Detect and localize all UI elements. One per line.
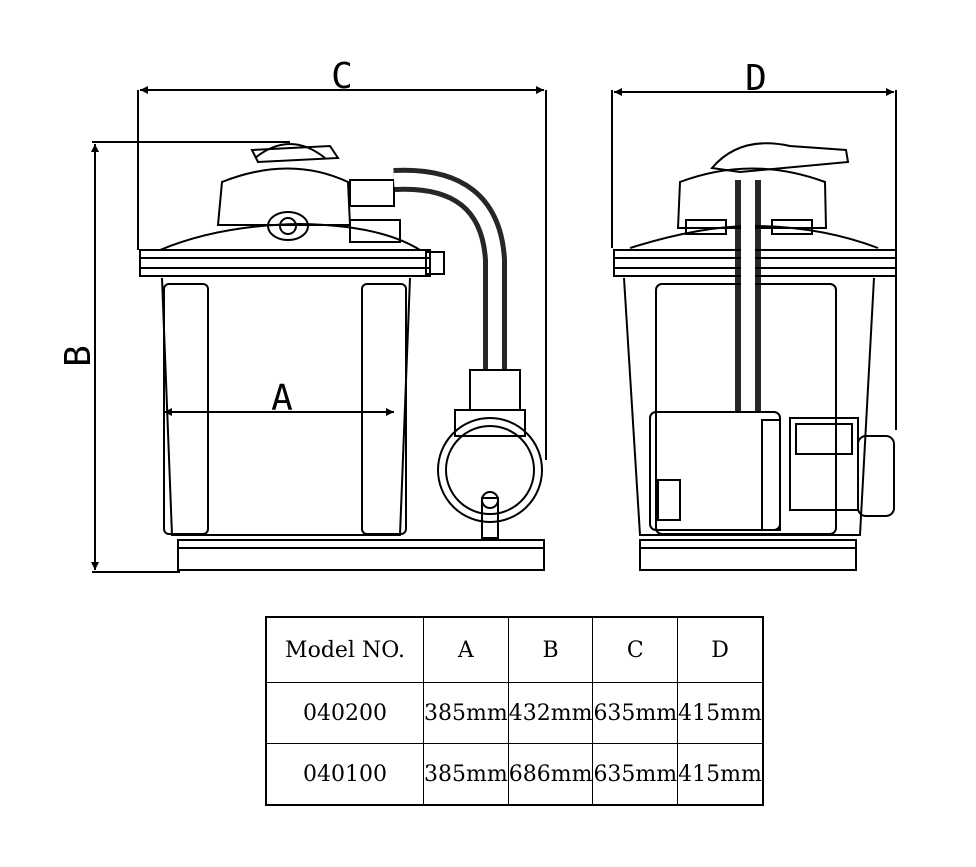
spec-table: Model NO. A B C D 040200 385mm 432mm 635… bbox=[265, 616, 764, 806]
front-view bbox=[91, 86, 547, 573]
dimension-label-a: A bbox=[271, 378, 293, 419]
cell-b: 432mm bbox=[507, 682, 594, 744]
dimension-label-b: B bbox=[58, 345, 99, 367]
table-header-row: Model NO. A B C D bbox=[265, 616, 764, 683]
table-row: 040200 385mm 432mm 635mm 415mm bbox=[265, 682, 764, 744]
header-c: C bbox=[592, 616, 679, 683]
cell-c: 635mm bbox=[592, 743, 679, 806]
cell-model: 040100 bbox=[265, 743, 424, 806]
side-view bbox=[611, 88, 897, 571]
table-row: 040100 385mm 686mm 635mm 415mm bbox=[265, 743, 764, 806]
dimension-label-c: C bbox=[331, 56, 353, 97]
cell-d: 415mm bbox=[677, 743, 764, 806]
cell-a: 385mm bbox=[423, 682, 509, 744]
cell-c: 635mm bbox=[592, 682, 679, 744]
header-model-no: Model NO. bbox=[265, 616, 424, 683]
dimension-label-d: D bbox=[745, 58, 767, 99]
technical-drawing: C D A B bbox=[58, 56, 897, 573]
cell-b: 686mm bbox=[507, 743, 594, 806]
header-a: A bbox=[423, 616, 509, 683]
cell-d: 415mm bbox=[677, 682, 764, 744]
header-b: B bbox=[507, 616, 594, 683]
cell-model: 040200 bbox=[265, 682, 424, 744]
cell-a: 385mm bbox=[423, 743, 509, 806]
header-d: D bbox=[677, 616, 764, 683]
